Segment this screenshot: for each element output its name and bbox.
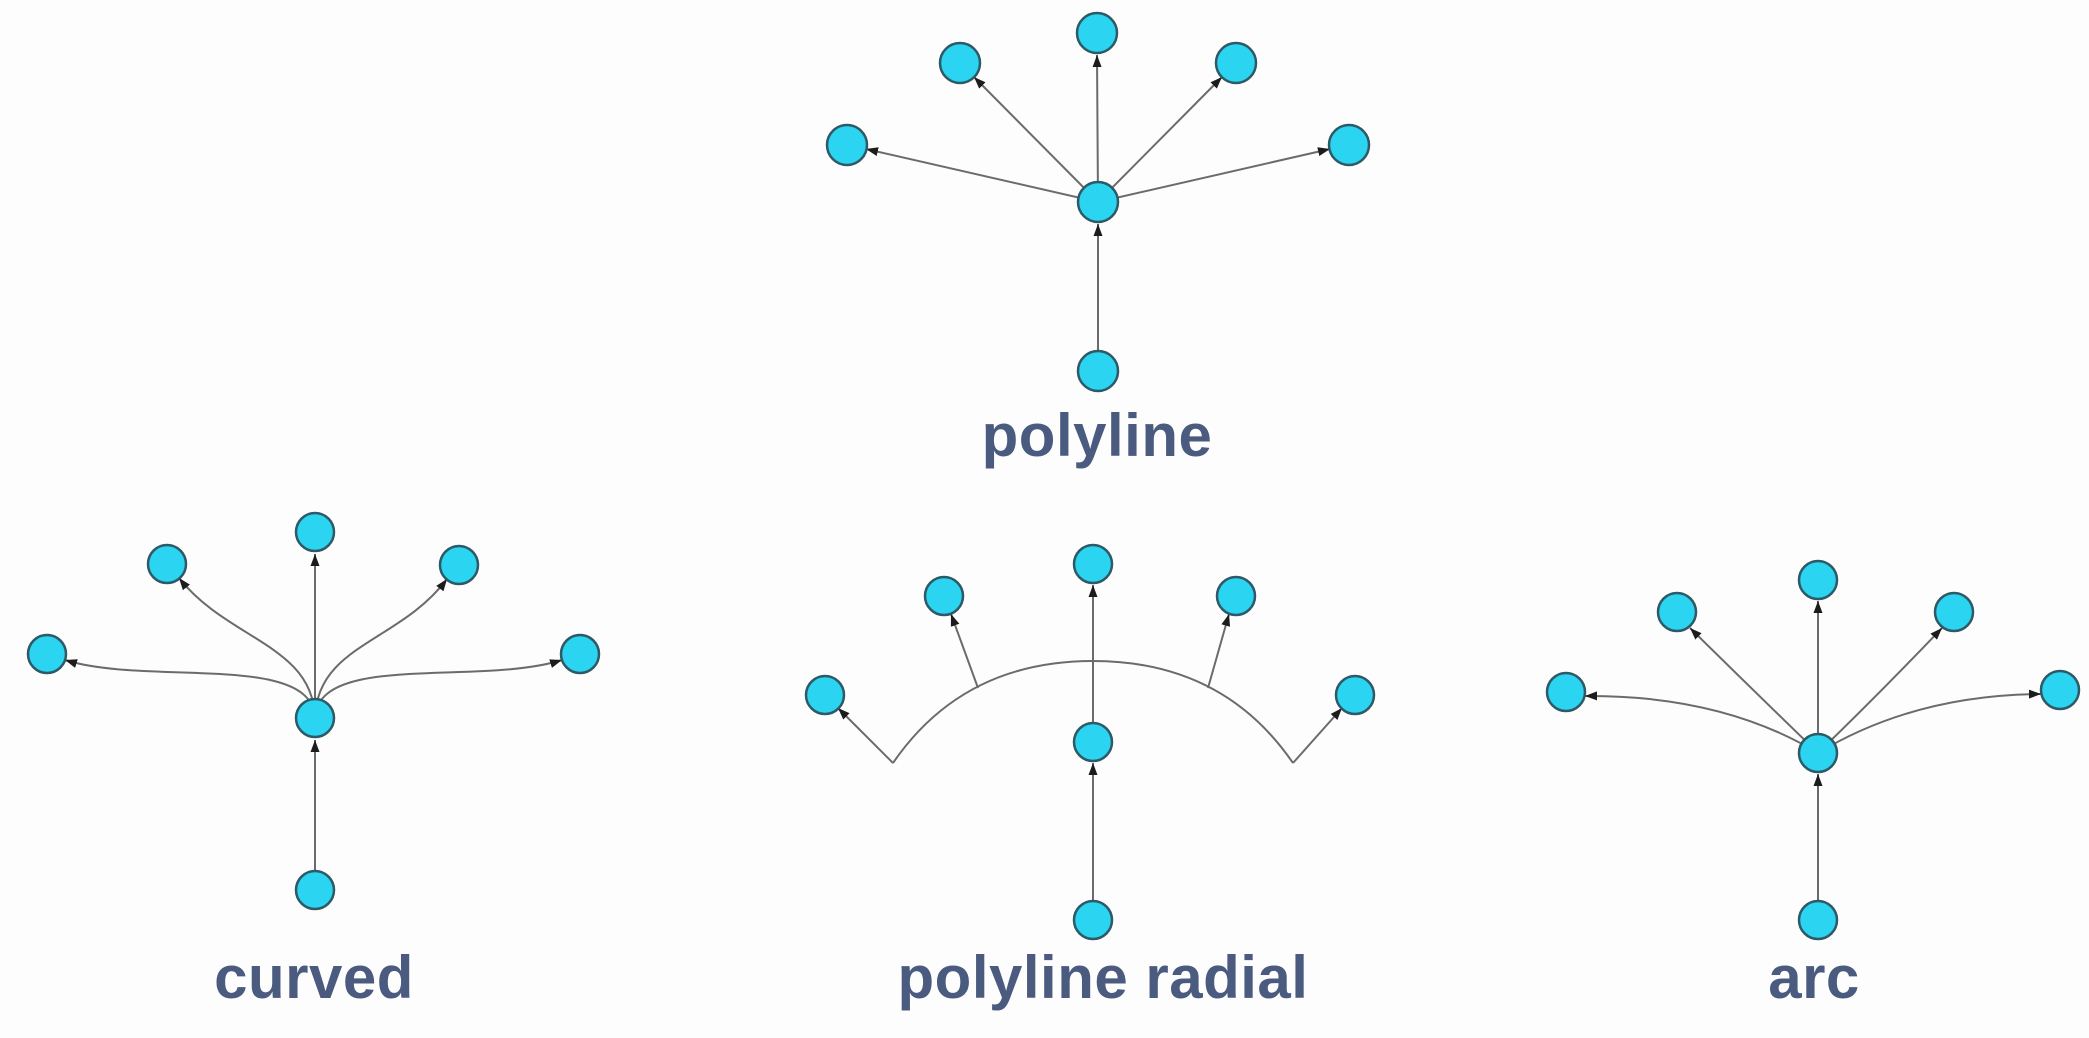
arc-node-top (1797, 559, 1839, 601)
polyline-radial-node-far-right (1334, 674, 1376, 716)
polyline-edge-center-to-top (1092, 54, 1102, 203)
arc-node-far-right (2039, 669, 2081, 711)
diagram-polyline (825, 11, 1371, 393)
polyline-radial-node-top (1072, 543, 1114, 585)
curved-node-top (294, 511, 336, 553)
curved-node-bottom (294, 869, 336, 911)
diagram-arc (1545, 559, 2081, 941)
polyline-radial-node-center (1072, 721, 1114, 763)
polyline-edge-center-to-upper-right (1097, 76, 1223, 203)
curved-edge-center-to-far-left (64, 659, 316, 719)
polyline-radial-node-upper-left (923, 575, 965, 617)
arc-node-bottom (1797, 899, 1839, 941)
diagram-curved (26, 511, 601, 911)
curved-node-far-left (26, 633, 68, 675)
polyline-node-upper-right (1214, 41, 1258, 85)
polyline-edge-center-to-far-right (1097, 147, 1331, 203)
curved-node-far-right (559, 633, 601, 675)
polyline-edge-center-to-far-left (865, 147, 1099, 203)
diagram-label-polyline: polyline (981, 402, 1213, 469)
diagram-polyline-radial (804, 543, 1376, 941)
curved-node-upper-left (146, 543, 188, 585)
polyline-radial-node-upper-right (1215, 575, 1257, 617)
polyline-radial-edge-ring-to-upper-right (1207, 613, 1231, 689)
polyline-radial-node-bottom (1072, 899, 1114, 941)
polyline-node-far-left (825, 123, 869, 167)
polyline-node-far-right (1327, 123, 1371, 167)
arc-edge-center-to-far-left (1584, 691, 1819, 754)
polyline-radial-edge-ring-left-to-ring-right (892, 660, 1294, 764)
curved-node-center (294, 697, 336, 739)
polyline-node-bottom (1076, 349, 1120, 393)
arc-node-far-left (1545, 671, 1587, 713)
diagram-label-arc: arc (1768, 944, 1860, 1011)
arc-edge-center-to-far-right (1817, 689, 2042, 754)
arc-node-upper-right (1933, 591, 1975, 633)
polyline-node-center (1076, 180, 1120, 224)
polyline-radial-node-far-left (804, 674, 846, 716)
curved-edge-center-to-upper-left (178, 577, 316, 719)
diagram-label-curved: curved (214, 944, 414, 1011)
polyline-node-top (1075, 11, 1119, 55)
polyline-radial-edge-ring-right-to-far-right (1292, 707, 1343, 764)
arc-node-upper-left (1656, 591, 1698, 633)
polyline-edge-center-to-upper-left (973, 76, 1099, 203)
arc-edge-center-to-upper-left (1689, 627, 1819, 754)
arc-edge-center-to-upper-right (1817, 627, 1943, 754)
polyline-radial-edge-ring-left-to-far-left (837, 707, 894, 764)
curved-node-upper-right (438, 544, 480, 586)
curved-edge-center-to-far-right (314, 659, 563, 719)
polyline-node-upper-left (938, 41, 982, 85)
curved-edge-center-to-upper-right (314, 578, 448, 719)
arc-node-center (1797, 732, 1839, 774)
polyline-radial-edge-ring-to-upper-left (950, 613, 979, 689)
diagram-label-polyline-radial: polyline radial (897, 944, 1309, 1011)
